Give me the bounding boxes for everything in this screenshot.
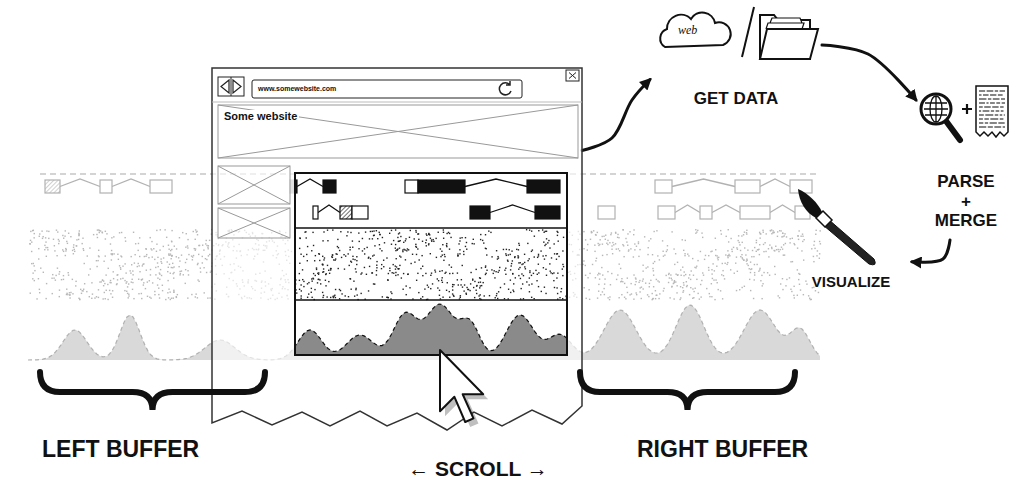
coverage-area bbox=[295, 304, 567, 355]
exon-box bbox=[340, 206, 352, 219]
slash bbox=[742, 7, 754, 57]
page-title: Some website bbox=[222, 110, 299, 123]
intron-line bbox=[297, 179, 323, 187]
header-placeholder bbox=[218, 105, 578, 158]
sidebar-placeholder bbox=[218, 208, 290, 238]
buffer-label: LEFT BUFFER bbox=[42, 437, 199, 462]
exon-box bbox=[735, 180, 760, 193]
scroll-label: ← SCROLL → bbox=[408, 457, 548, 480]
cloud-icon bbox=[660, 13, 730, 47]
exon-box bbox=[323, 180, 336, 193]
exon-box bbox=[470, 206, 490, 219]
cloud-label: web bbox=[678, 24, 697, 38]
exon-box bbox=[655, 180, 672, 193]
node-shape bbox=[212, 68, 582, 443]
reload-icon bbox=[499, 81, 511, 95]
right-brace bbox=[580, 372, 795, 410]
gene-track bbox=[295, 179, 567, 193]
intron-line bbox=[490, 205, 535, 213]
gene-track bbox=[45, 179, 812, 193]
exon-box bbox=[100, 180, 112, 193]
intron-line bbox=[672, 179, 735, 187]
exon-box bbox=[658, 206, 675, 219]
globe-lines bbox=[924, 96, 948, 122]
exon-box bbox=[598, 206, 615, 219]
document-lines bbox=[979, 91, 1005, 127]
exon-box bbox=[418, 180, 465, 193]
process-step: VISUALIZE bbox=[790, 185, 912, 298]
sidebar-cross bbox=[218, 166, 290, 204]
nav-buttons bbox=[218, 77, 244, 96]
buffer-label: RIGHT BUFFER bbox=[637, 437, 808, 462]
intron-line bbox=[318, 205, 340, 213]
intron-line bbox=[760, 179, 790, 187]
cycle-arrow bbox=[912, 240, 950, 262]
step-label: GET DATA bbox=[694, 89, 778, 109]
url-text: www.somewebsite.com bbox=[258, 85, 336, 93]
intron-line bbox=[675, 205, 700, 213]
exon-box bbox=[740, 206, 770, 219]
mouse-cursor bbox=[440, 350, 483, 422]
exon-box bbox=[405, 180, 418, 193]
panel-rule bbox=[295, 299, 567, 301]
exon-box bbox=[352, 206, 368, 219]
viewport-overlay bbox=[28, 173, 821, 427]
process-step: webGET DATA bbox=[650, 5, 822, 113]
toolbar-rule bbox=[212, 102, 582, 103]
exon-box bbox=[535, 206, 560, 219]
document-icon bbox=[976, 86, 1008, 137]
magnifier-lens bbox=[921, 94, 951, 124]
close-button bbox=[566, 70, 579, 81]
intron-line bbox=[60, 179, 100, 187]
left-brace bbox=[40, 372, 265, 410]
header-cross bbox=[218, 105, 578, 158]
cycle-arrow bbox=[822, 45, 916, 100]
exon-box bbox=[527, 180, 560, 193]
address-bar bbox=[252, 80, 522, 98]
browser-window-node: www.somewebsite.comSome website bbox=[212, 68, 582, 443]
track-panel bbox=[295, 173, 567, 355]
exon-box bbox=[352, 206, 368, 219]
magnifier-handle bbox=[946, 121, 960, 140]
step-label: PARSE + MERGE bbox=[933, 172, 999, 231]
step-label: VISUALIZE bbox=[812, 273, 890, 290]
exon-box bbox=[340, 206, 352, 219]
close-x bbox=[569, 73, 576, 79]
folder-papers bbox=[766, 18, 804, 29]
exon-box bbox=[45, 180, 60, 193]
exon-box bbox=[313, 206, 318, 219]
coverage-line bbox=[295, 304, 567, 355]
brush-handle bbox=[823, 219, 875, 265]
intron-line bbox=[770, 205, 795, 213]
exon-box bbox=[405, 180, 418, 193]
brush-bristles bbox=[798, 189, 822, 218]
read-stipple bbox=[295, 229, 567, 300]
cycle-arrow bbox=[582, 80, 650, 151]
exon-box bbox=[470, 206, 490, 219]
exon-box bbox=[527, 180, 560, 193]
process-step: PARSE + MERGE bbox=[916, 80, 1016, 240]
sidebar-placeholder bbox=[218, 166, 290, 204]
exon-box bbox=[313, 206, 318, 219]
panel-rule bbox=[295, 227, 567, 229]
exon-box bbox=[150, 180, 172, 193]
exon-box bbox=[535, 206, 560, 219]
folder-front bbox=[760, 29, 818, 59]
plus-sign bbox=[962, 104, 972, 114]
exon-box bbox=[700, 206, 712, 219]
gene-track bbox=[313, 205, 567, 219]
intron-line bbox=[712, 205, 740, 213]
intron-line bbox=[112, 179, 150, 187]
exon-box bbox=[418, 180, 465, 193]
nav-divider bbox=[231, 77, 232, 96]
sidebar-cross bbox=[218, 208, 290, 238]
visible-tracks bbox=[295, 179, 567, 355]
exon-box bbox=[323, 180, 336, 193]
intron-line bbox=[465, 179, 527, 187]
